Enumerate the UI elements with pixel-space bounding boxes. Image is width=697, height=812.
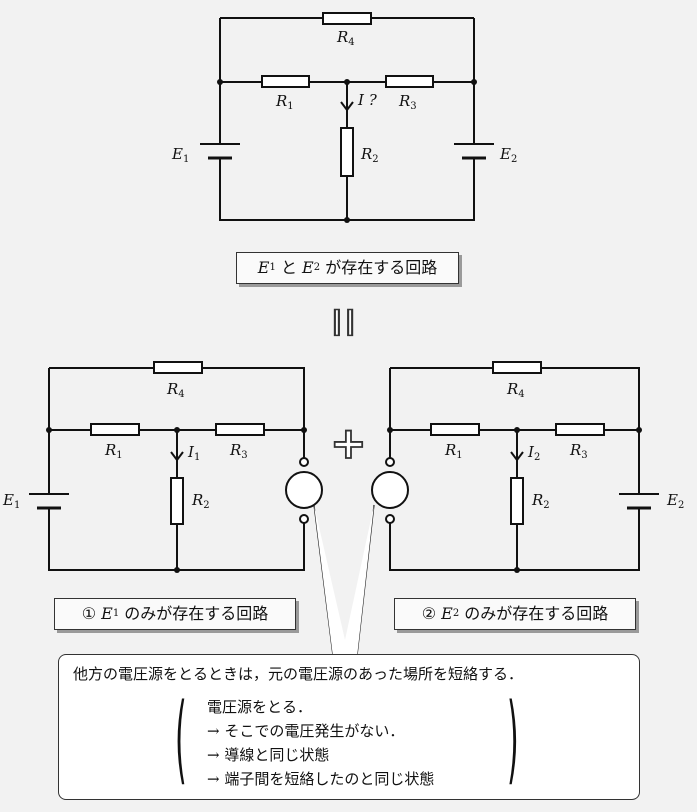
left-resistor-r1 bbox=[90, 423, 140, 436]
right-label-r2: R2 bbox=[532, 491, 550, 511]
top-current-arrow bbox=[340, 101, 354, 112]
left-resistor-r4 bbox=[153, 361, 203, 374]
right-current-arrow bbox=[510, 451, 524, 462]
right-resistor-r2 bbox=[510, 477, 524, 525]
left-terminal-bottom bbox=[299, 514, 309, 524]
left-short-circle bbox=[285, 471, 323, 509]
equals-sign: || bbox=[329, 305, 358, 337]
left-label-r2: R2 bbox=[192, 491, 210, 511]
top-label-e2: E2 bbox=[500, 145, 518, 165]
top-nodes bbox=[217, 79, 477, 223]
left-resistor-r3 bbox=[215, 423, 265, 436]
top-label-current: I ? bbox=[358, 91, 377, 109]
note-line: → 導線と同じ状態 bbox=[207, 746, 330, 764]
left-current-arrow bbox=[170, 451, 184, 462]
top-circuit-wires bbox=[219, 17, 475, 221]
right-label-e2: E2 bbox=[667, 491, 685, 511]
left-label-r4: R4 bbox=[167, 380, 185, 400]
right-label-r4: R4 bbox=[507, 380, 525, 400]
right-circuit-wires bbox=[389, 367, 640, 571]
note-line: 電圧源をとる． bbox=[207, 698, 313, 716]
top-battery-e2 bbox=[454, 143, 494, 160]
top-label-r2: R2 bbox=[361, 145, 379, 165]
plus-sign: + bbox=[329, 418, 368, 469]
right-short-circle bbox=[371, 471, 409, 509]
right-label-r1: R1 bbox=[445, 441, 463, 461]
right-terminal-bottom bbox=[385, 514, 395, 524]
note-line: → そこでの電圧発生がない． bbox=[207, 722, 405, 740]
top-battery-e1 bbox=[200, 143, 240, 160]
left-label-e1: E1 bbox=[3, 491, 21, 511]
left-battery-e1 bbox=[29, 493, 69, 510]
top-label-e1: E1 bbox=[172, 145, 190, 165]
top-resistor-r2 bbox=[340, 127, 354, 177]
top-resistor-r3 bbox=[385, 75, 434, 88]
top-resistor-r1 bbox=[261, 75, 310, 88]
note-line: → 端子間を短絡したのと同じ状態 bbox=[207, 770, 435, 788]
note-left-paren: ( bbox=[175, 685, 187, 798]
callout-pointer-fill bbox=[314, 505, 374, 657]
left-nodes bbox=[46, 427, 307, 573]
right-nodes bbox=[387, 427, 642, 573]
top-resistor-r4 bbox=[322, 12, 372, 25]
left-terminal-top bbox=[299, 457, 309, 467]
explanation-note: 他方の電圧源をとるときは，元の電圧源のあった場所を短絡する． ( 電圧源をとる．… bbox=[58, 654, 640, 800]
left-label-r3: R3 bbox=[230, 441, 248, 461]
right-resistor-r1 bbox=[430, 423, 480, 436]
top-label-r3: R3 bbox=[399, 92, 417, 112]
left-resistor-r2 bbox=[170, 477, 184, 525]
left-label-r1: R1 bbox=[105, 441, 123, 461]
right-terminal-top bbox=[385, 457, 395, 467]
left-label-current: I1 bbox=[188, 443, 201, 463]
note-right-paren: ) bbox=[507, 685, 519, 798]
right-battery-e2 bbox=[619, 493, 659, 510]
top-label-r1: R1 bbox=[276, 92, 294, 112]
top-label-r4: R4 bbox=[337, 28, 355, 48]
right-resistor-r4 bbox=[492, 361, 542, 374]
right-resistor-r3 bbox=[555, 423, 605, 436]
note-main-text: 他方の電圧源をとるときは，元の電圧源のあった場所を短絡する． bbox=[73, 665, 524, 683]
note-detail-lines: 電圧源をとる． → そこでの電圧発生がない． → 導線と同じ状態 → 端子間を短… bbox=[207, 695, 434, 791]
right-label-r3: R3 bbox=[570, 441, 588, 461]
right-label-current: I2 bbox=[528, 443, 541, 463]
